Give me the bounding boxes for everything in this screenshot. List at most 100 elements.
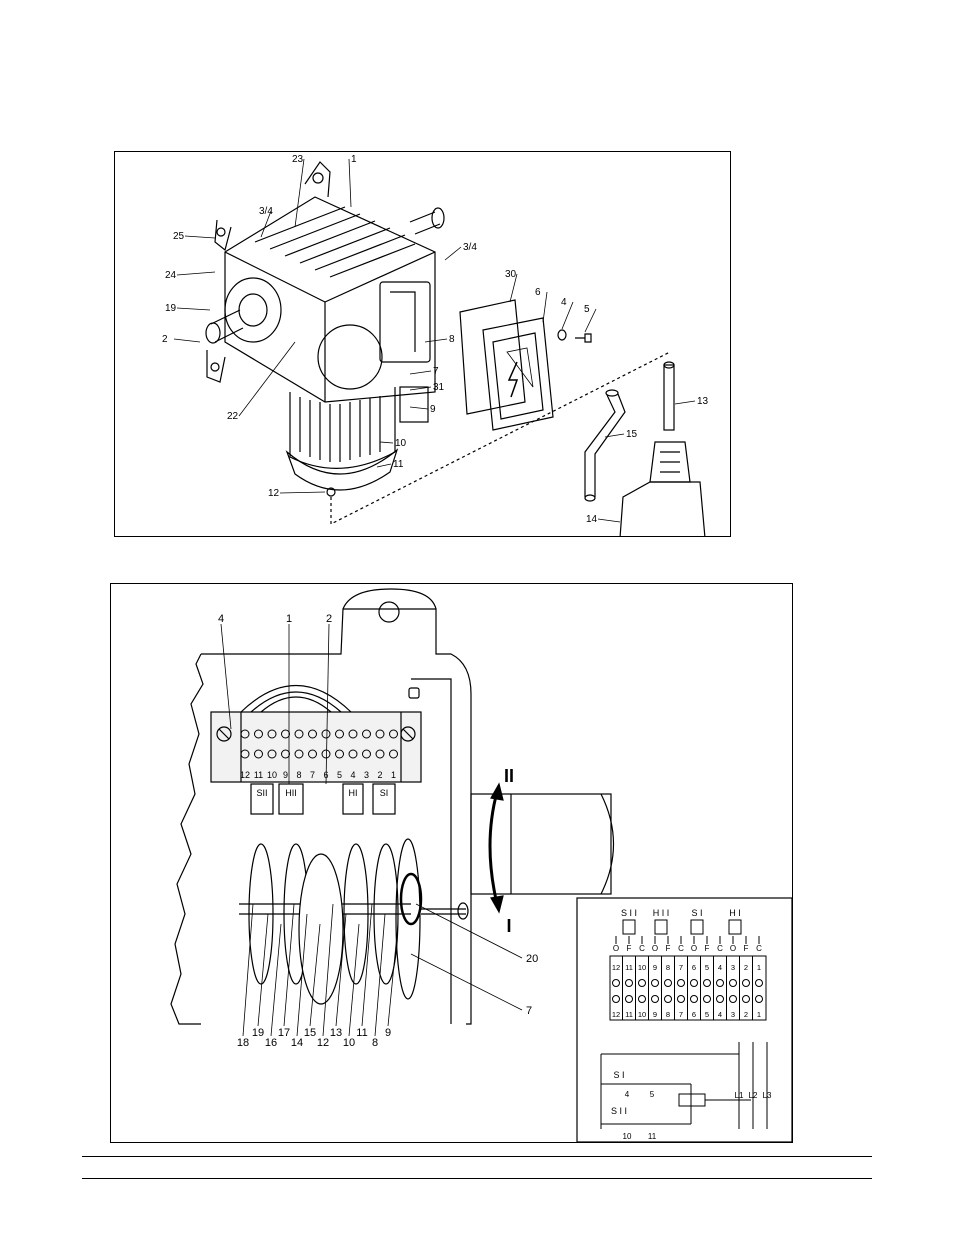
schematic-terminal-number: 10 (638, 1010, 646, 1019)
schematic-terminal-number: 1 (757, 963, 761, 972)
terminal-screw (254, 729, 263, 739)
callout-leader (379, 441, 394, 444)
schematic-terminal-number: 4 (718, 1010, 722, 1019)
footer-rule-bottom (82, 1178, 872, 1179)
callout-leader (387, 923, 399, 1027)
terminal-screw (267, 729, 277, 739)
callout-label: 10 (343, 1037, 355, 1049)
terminal-number: 7 (310, 770, 315, 780)
switch-label: SI (380, 788, 389, 798)
callout-label: 15 (304, 1027, 316, 1039)
rotation-direction-label: II (504, 766, 514, 786)
schematic-terminal-number: 8 (666, 1010, 670, 1019)
schematic-terminal-number: 7 (679, 1010, 683, 1019)
callout-leader (335, 913, 347, 1027)
callout-label: 9 (430, 404, 436, 415)
schematic-terminal-number: 5 (705, 1010, 709, 1019)
terminal-number: 8 (296, 770, 301, 780)
schematic-circuit-label: L2 (749, 1091, 758, 1100)
terminal-number: 11 (254, 770, 263, 780)
schematic-terminal-number: 11 (625, 1010, 633, 1019)
schematic-contact-letter: O (691, 944, 697, 953)
callout-leader (348, 923, 360, 1037)
schematic-terminal-number: 3 (731, 1010, 735, 1019)
schematic-switch-label: S I (691, 908, 702, 918)
callout-leader (424, 338, 448, 343)
schematic-switch-box (654, 919, 668, 935)
callout-label: 5 (584, 304, 590, 315)
switch-label: HI (349, 788, 358, 798)
schematic-terminal-circle (742, 979, 750, 987)
terminal-screw (348, 729, 358, 739)
callout-leader (283, 903, 295, 1027)
terminal-screw (294, 749, 304, 759)
callout-label: 31 (433, 382, 445, 393)
schematic-terminal-circle (612, 979, 620, 987)
callout-label: 12 (317, 1037, 329, 1049)
schematic-contact-letter: F (744, 944, 749, 953)
schematic-switch-label: H I (729, 908, 741, 918)
terminal-screw (308, 749, 317, 759)
callout-leader (176, 307, 211, 311)
callout-label: 13 (697, 396, 709, 407)
callout-label: 1 (351, 154, 357, 165)
callout-leader (220, 623, 232, 730)
terminal-screw (335, 729, 344, 739)
schematic-circuit-label: 4 (625, 1090, 630, 1099)
callout-label: 4 (561, 297, 567, 308)
callout-leader (348, 158, 352, 208)
callout-label: 2 (162, 334, 168, 345)
terminal-screw (281, 749, 290, 759)
schematic-terminal-circle (703, 995, 711, 1003)
callout-label: 9 (385, 1027, 391, 1039)
callout-label: 23 (292, 154, 304, 165)
schematic-terminal-circle (612, 995, 620, 1003)
callout-leader (294, 158, 305, 228)
schematic-terminal-circle (755, 979, 763, 987)
terminal-screw (362, 749, 371, 759)
schematic-terminal-circle (755, 995, 763, 1003)
terminal-screw (240, 749, 250, 759)
terminal-number: 10 (267, 770, 277, 780)
schematic-switch-label: H I I (653, 908, 670, 918)
callout-leader (270, 923, 282, 1037)
terminal-number: 12 (240, 770, 250, 780)
schematic-terminal-number: 11 (625, 963, 633, 972)
schematic-terminal-circle (677, 995, 685, 1003)
schematic-terminal-circle (716, 995, 724, 1003)
terminal-number: 2 (377, 770, 382, 780)
schematic-terminal-circle (716, 979, 724, 987)
callout-label: 3/4 (259, 206, 273, 217)
schematic-circuit-label: L3 (763, 1091, 772, 1100)
callout-leader (597, 518, 621, 523)
callout-leader (279, 491, 326, 494)
schematic-terminal-circle (651, 979, 659, 987)
terminal-screw (321, 729, 331, 739)
terminal-screw (294, 729, 304, 739)
callout-label: 18 (237, 1037, 249, 1049)
callout-label: 15 (626, 429, 638, 440)
schematic-terminal-circle (664, 979, 672, 987)
switch-label: HII (285, 788, 297, 798)
callout-label: 11 (393, 459, 404, 470)
callout-leader (409, 370, 432, 375)
terminal-number: 3 (364, 770, 369, 780)
schematic-contact-letter: F (666, 944, 671, 953)
callout-label: 7 (526, 1005, 532, 1017)
schematic-switch-box (728, 919, 742, 935)
callout-leader (242, 903, 254, 1037)
schematic-terminal-circle (625, 979, 633, 987)
callout-label: 8 (449, 334, 455, 345)
callout-label: 8 (372, 1037, 378, 1049)
callout-label: 17 (278, 1027, 290, 1039)
callout-leader (184, 235, 216, 239)
callout-label: 7 (433, 366, 439, 377)
terminal-screw (281, 729, 290, 739)
terminal-screw (362, 729, 371, 739)
callout-leader (376, 463, 392, 468)
schematic-contact-letter: O (730, 944, 736, 953)
schematic-terminal-number: 5 (705, 963, 709, 972)
